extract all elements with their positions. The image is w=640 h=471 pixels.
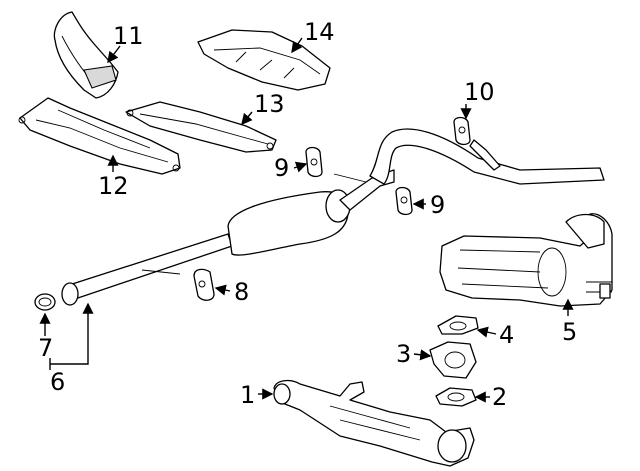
heat-shield-13 [125,101,277,153]
heat-shield-11 [53,11,119,99]
heat-shield-12 [18,97,181,175]
callout-2: 2 [492,383,507,411]
hanger-8 [193,268,215,301]
callout-5: 5 [562,318,577,346]
callout-9-lower: 9 [430,191,445,219]
leader-lines [39,37,574,403]
callout-7: 7 [38,334,53,362]
callout-13: 13 [254,90,285,118]
hanger-10 [453,116,471,146]
callout-1: 1 [240,381,255,409]
front-pipe-1 [273,379,475,467]
callout-12: 12 [98,172,129,200]
callout-8: 8 [234,278,249,306]
callout-numbers: 11 14 13 12 10 9 9 8 5 4 3 2 1 7 6 [38,18,577,411]
gasket-2 [435,387,477,407]
callout-6: 6 [50,368,65,396]
hanger-9-upper [305,146,323,178]
callout-14: 14 [304,18,335,46]
callout-10: 10 [464,78,495,106]
hanger-9-lower [395,186,413,216]
converter-5 [439,213,613,307]
flange-3 [429,341,477,379]
clamp-7 [34,293,56,311]
callout-3: 3 [396,340,411,368]
gasket-4 [437,315,479,335]
callout-4: 4 [499,321,514,349]
callout-11: 11 [113,22,144,50]
callout-9-upper: 9 [274,154,289,182]
muffler-pipe-assembly [61,128,605,306]
